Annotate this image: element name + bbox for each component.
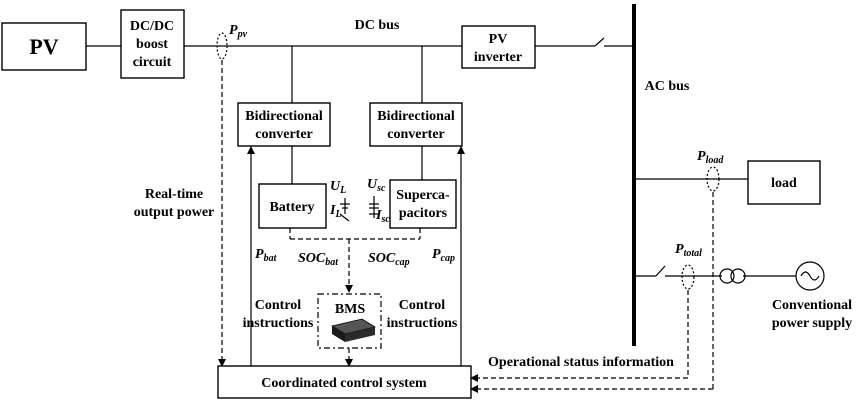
svg-text:Bidirectional: Bidirectional [377, 109, 455, 124]
battery-block: Battery [258, 183, 327, 229]
real-time-note: Real-time output power [134, 187, 215, 220]
svg-text:load: load [771, 176, 797, 191]
coordinated-control-block: Coordinated control system [217, 365, 472, 399]
p-load-label: Pload [697, 149, 724, 166]
p-total-label: Ptotal [675, 242, 702, 259]
supercap-block: Superca- pacitors [389, 179, 457, 229]
svg-text:BMS: BMS [335, 302, 366, 317]
conventional-supply-note: Conventional power supply [772, 298, 852, 331]
svg-text:Battery: Battery [269, 200, 314, 215]
u-sc-label: Usc [367, 177, 386, 194]
converter-right-block: Bidirectional converter [369, 102, 463, 147]
control-left-note: Control instructions [243, 298, 314, 331]
pv-block: PV [1, 22, 87, 71]
load-sensor [706, 166, 720, 192]
converter-left-block: Bidirectional converter [237, 102, 331, 147]
p-bat-label: Pbat [255, 247, 278, 264]
svg-text:Conventional: Conventional [772, 298, 852, 313]
soc-cap-label: SOCcap [368, 251, 410, 268]
svg-text:converter: converter [255, 127, 313, 142]
svg-text:DC/DC: DC/DC [130, 19, 174, 34]
svg-text:Control: Control [255, 298, 302, 313]
svg-text:power supply: power supply [772, 316, 852, 331]
svg-text:instructions: instructions [387, 316, 458, 331]
u-l-label: UL [330, 179, 346, 196]
i-l-label: IL [329, 203, 342, 220]
bms-device-icon [330, 318, 377, 342]
ac-source-icon [795, 261, 825, 291]
p-pv-label: Ppv [229, 23, 248, 40]
svg-text:boost: boost [136, 37, 168, 52]
ac-bus-label: AC bus [645, 79, 690, 94]
svg-text:Coordinated control system: Coordinated control system [261, 376, 427, 391]
boost-block: DC/DC boost circuit [120, 9, 185, 79]
dc-bus-label: DC bus [355, 18, 400, 33]
svg-text:inverter: inverter [474, 50, 522, 65]
svg-text:instructions: instructions [243, 316, 314, 331]
svg-text:Real-time: Real-time [145, 187, 203, 202]
p-cap-label: Pcap [432, 247, 455, 264]
i-sc-label: Isc [375, 208, 390, 225]
op-status-note: Operational status information [488, 355, 674, 370]
load-block: load [747, 160, 821, 205]
svg-text:Bidirectional: Bidirectional [245, 109, 323, 124]
soc-bat-label: SOCbat [298, 251, 339, 268]
dashed-signals [218, 60, 714, 393]
sensing-symbols [339, 196, 379, 222]
total-sensor [681, 264, 695, 290]
svg-text:pacitors: pacitors [399, 206, 448, 221]
svg-text:output power: output power [134, 205, 215, 220]
transformer-icon [719, 268, 735, 284]
svg-text:circuit: circuit [133, 55, 172, 70]
inverter-block: PV inverter [461, 25, 536, 69]
bms-block: BMS [317, 293, 382, 349]
control-right-note: Control instructions [387, 298, 458, 331]
svg-text:converter: converter [387, 127, 445, 142]
svg-text:PV: PV [29, 34, 58, 59]
pv-sensor [216, 32, 228, 60]
svg-text:Superca-: Superca- [396, 188, 450, 203]
svg-text:PV: PV [489, 32, 508, 47]
svg-text:Control: Control [399, 298, 446, 313]
